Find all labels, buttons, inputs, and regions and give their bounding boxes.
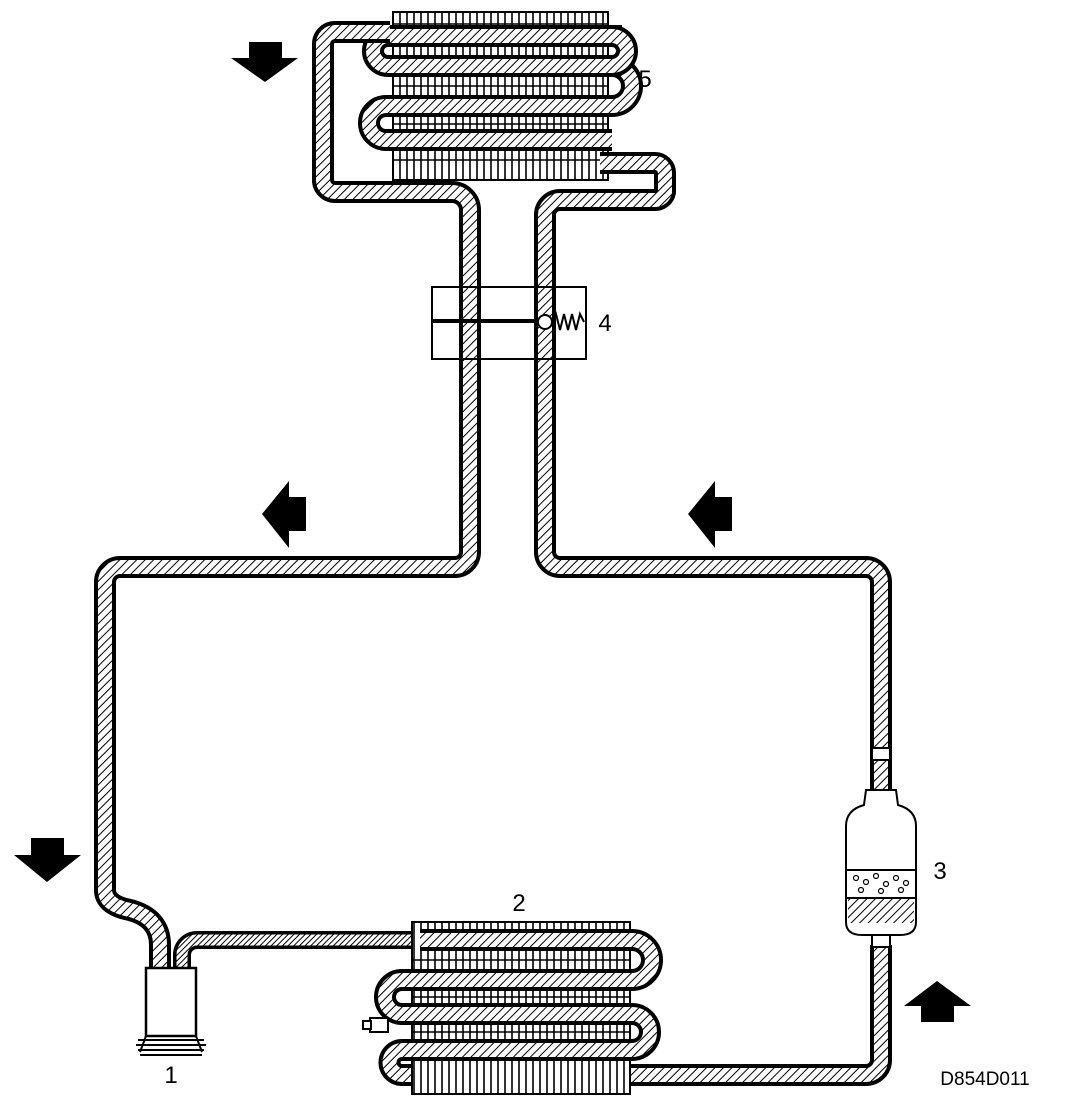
refrigerant-lines [94,21,892,1086]
receiver-drier [845,747,917,948]
flow-arrows [14,42,971,1022]
flow-arrow-left-icon [262,481,306,548]
flow-arrow-down-icon [14,838,81,882]
label-expansion-valve: 4 [598,310,611,337]
label-condenser: 2 [512,890,525,917]
compressor [136,966,206,1056]
flow-arrow-left-icon [688,481,732,548]
flow-arrow-up-icon [904,981,971,1022]
figure-code: D854D011 [940,1069,1029,1090]
evaporator [358,11,643,181]
condenser [362,921,663,1095]
label-compressor: 1 [164,1062,177,1089]
label-receiver-drier: 3 [933,858,946,885]
expansion-valve [431,286,587,360]
flow-arrow-down-icon [231,42,298,82]
label-evaporator: 5 [638,66,651,93]
